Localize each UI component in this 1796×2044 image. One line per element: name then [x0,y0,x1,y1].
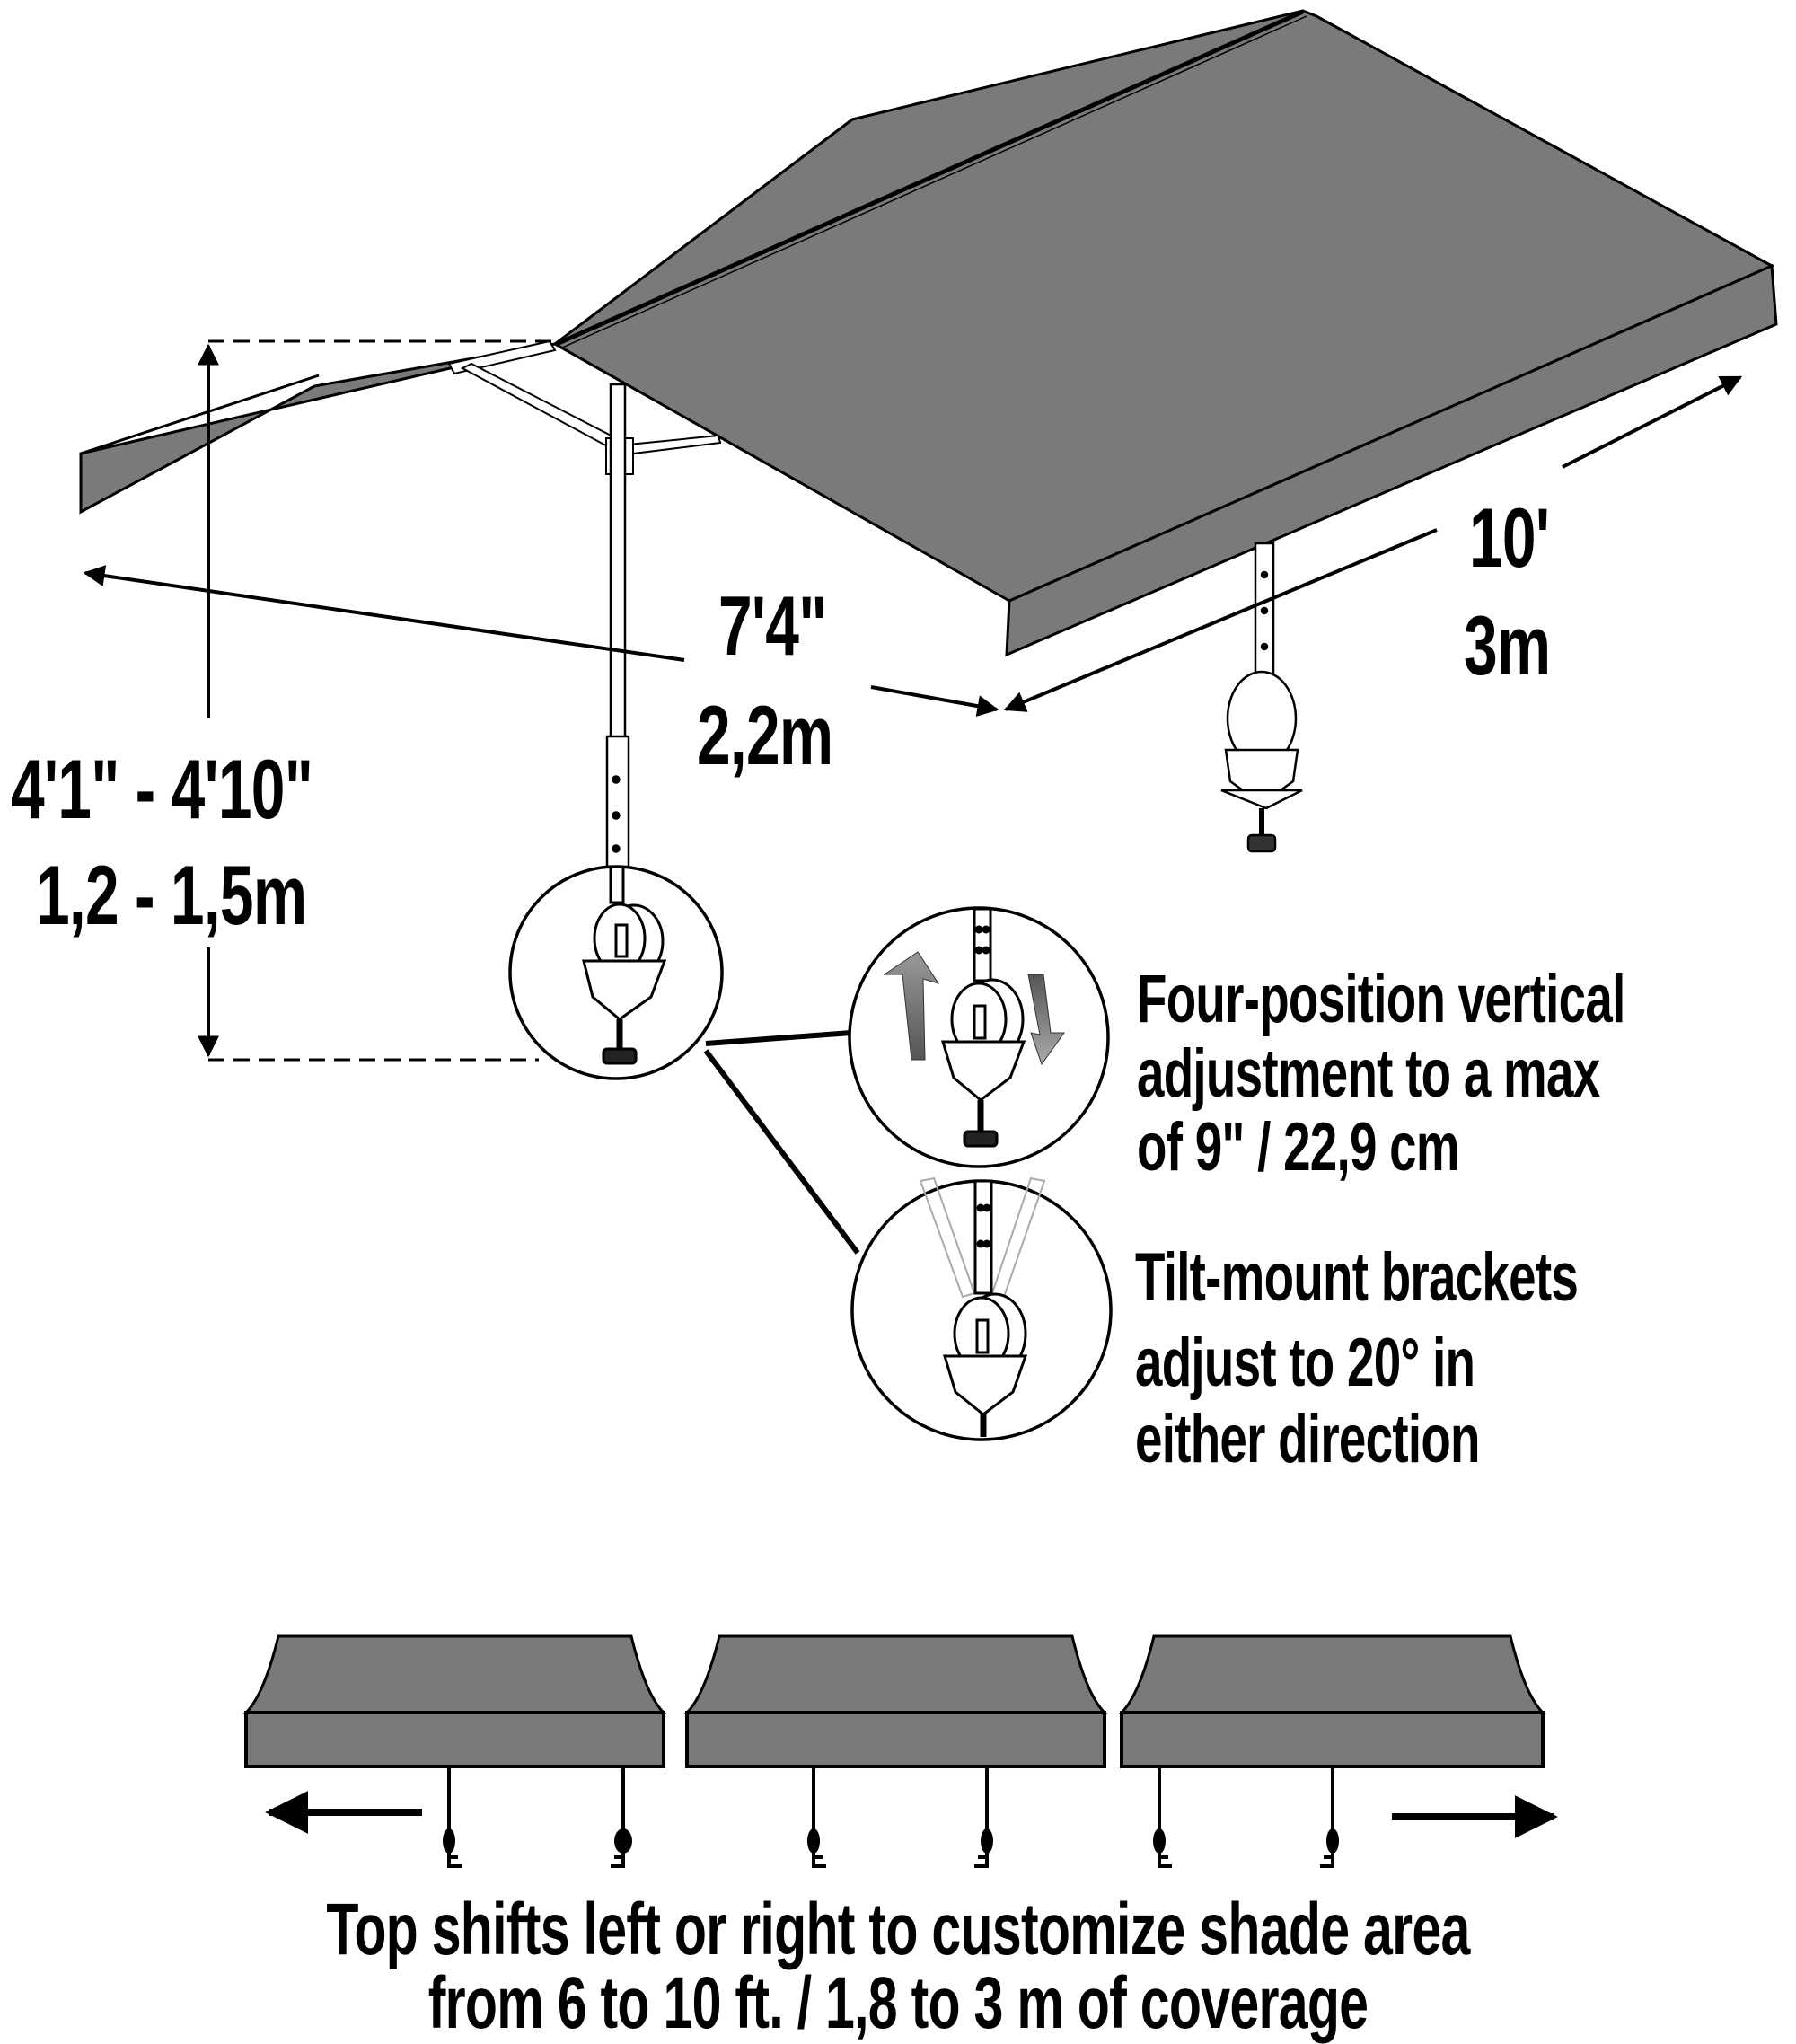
ridge-line [556,11,1304,347]
shift-canopy-valance [244,1711,665,1768]
width-metric-label: 2,2m [697,688,833,782]
shift-arrows [265,1791,1558,1838]
up-arrow-icon [883,951,940,1061]
length-arrow-up [1562,375,1743,469]
shift-canopy-bracket [1326,1828,1339,1854]
shift-canopy-bracket [443,1828,455,1854]
shift-canopy-foot [812,1848,826,1868]
shift-canopy-foot [1158,1848,1172,1868]
shift-canopy-valance [685,1711,1106,1768]
shift-canopy-roof [1118,1634,1546,1714]
shift-canopy-roof [683,1634,1108,1714]
right-pole-bracket [1220,542,1303,853]
shift-canopies [242,1634,1546,1868]
feature-text-line: either direction [1135,1401,1480,1477]
caption-line-2: from 6 to 10 ft. / 1,8 to 3 m of coverag… [427,1962,1369,2044]
width-arrow-right [870,685,999,718]
shift-canopy-foot [1320,1848,1334,1868]
shift-canopy-bracket [614,1828,632,1854]
length-metric-label: 3m [1464,598,1551,692]
shift-canopy-centered [683,1634,1108,1868]
callout-line-bottom [703,1049,860,1255]
canopy-right-slope [551,9,1775,603]
callout-line-top [705,1030,852,1046]
feature-text-line: Tilt-mount brackets [1135,1239,1579,1316]
feature-text-line: adjustment to a max [1137,1035,1600,1112]
shift-canopy-bracket [1153,1828,1166,1854]
feature-text-line: of 9" / 22,9 cm [1137,1109,1460,1185]
length-arrow-down [1003,528,1438,712]
height-metric-label: 1,2 - 1,5m [36,848,307,942]
shift-canopy-bracket [807,1828,820,1854]
left-pole [605,383,630,873]
shift-canopy-roof [242,1634,667,1714]
dimension-lines [83,339,1743,1062]
detail-callouts [508,865,1113,1441]
feature-text-line: adjust to 20° in [1135,1325,1475,1401]
canopy-frame [447,339,722,475]
shift-canopy-shifted-right [1118,1634,1546,1868]
caption-line-1: Top shifts left or right to customize sh… [326,1889,1470,1970]
canopy-valance [1005,263,1778,657]
width-imperial-label: 7'4" [718,578,827,673]
shift-canopy-valance [1120,1711,1545,1768]
main-canopy [79,9,1778,657]
shift-canopy-bracket [981,1828,993,1854]
height-imperial-label: 4'1" - 4'10" [11,742,313,836]
shift-canopy-shifted-left [242,1634,667,1868]
feature-text-line: Four-position vertical [1137,961,1625,1037]
down-arrow-icon [1027,974,1065,1066]
length-imperial-label: 10' [1469,490,1550,585]
width-arrow-left [83,565,685,662]
main-bracket-detail [508,865,724,1080]
shift-canopy-foot [447,1848,462,1868]
shift-canopy-foot [611,1848,625,1868]
vertical-adjust-detail [848,906,1110,1168]
tilt-bracket-detail [850,1176,1113,1441]
shift-canopy-foot [974,1848,989,1868]
